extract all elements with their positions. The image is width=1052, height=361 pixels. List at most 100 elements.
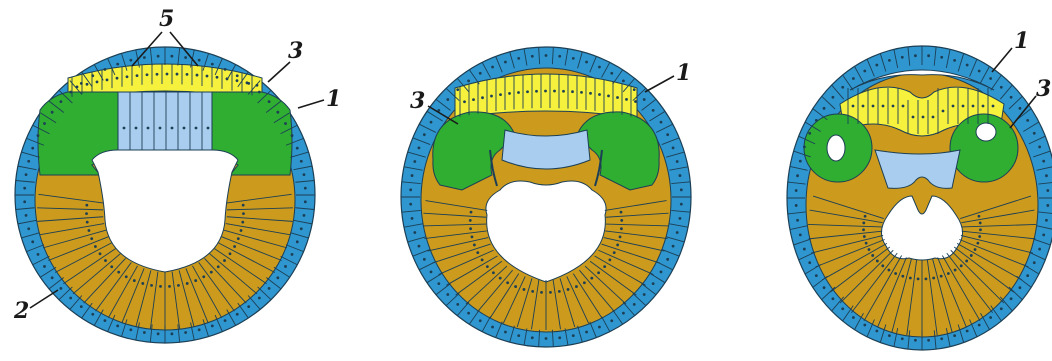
endoderm-nucleus xyxy=(932,277,935,280)
neural-nucleus xyxy=(616,96,619,99)
cell-nucleus xyxy=(43,122,46,125)
label-a-2: 2 xyxy=(13,298,29,324)
endoderm-nucleus xyxy=(86,221,89,224)
cell-nucleus xyxy=(491,326,494,329)
endoderm-nucleus xyxy=(159,285,162,288)
neural-nucleus xyxy=(146,73,149,76)
cell-nucleus xyxy=(953,59,956,62)
cell-nucleus xyxy=(795,189,798,192)
neural-nucleus xyxy=(196,74,199,77)
endoderm-nucleus xyxy=(476,251,479,254)
cell-nucleus xyxy=(37,253,40,256)
cell-nucleus xyxy=(303,214,306,217)
notochord-nucleus xyxy=(195,127,198,130)
embryo-a-notochord xyxy=(118,92,212,150)
notochord-nucleus xyxy=(159,127,162,130)
neural-nucleus xyxy=(206,75,209,78)
endoderm-nucleus xyxy=(616,244,619,247)
cell-nucleus xyxy=(966,330,969,333)
cell-nucleus xyxy=(411,174,414,177)
cell-nucleus xyxy=(446,293,449,296)
endoderm-nucleus xyxy=(473,244,476,247)
cell-nucleus xyxy=(300,160,303,163)
neural-nucleus xyxy=(508,92,511,95)
cell-nucleus xyxy=(268,287,271,290)
endoderm-nucleus xyxy=(104,259,107,262)
cell-nucleus xyxy=(27,227,30,230)
cell-nucleus xyxy=(198,328,201,331)
endoderm-nucleus xyxy=(523,288,526,291)
cell-nucleus xyxy=(978,70,981,73)
cell-nucleus xyxy=(914,339,917,342)
cell-nucleus xyxy=(558,336,561,339)
endoderm-nucleus xyxy=(210,271,213,274)
endoderm-nucleus xyxy=(979,222,982,225)
cell-nucleus xyxy=(51,111,54,114)
cell-nucleus xyxy=(1019,107,1022,110)
cell-nucleus xyxy=(456,303,459,306)
endoderm-nucleus xyxy=(978,215,981,218)
cell-nucleus xyxy=(622,312,625,315)
neural-nucleus xyxy=(472,98,475,101)
cell-nucleus xyxy=(430,270,433,273)
leader-a-1 xyxy=(298,100,324,108)
cell-nucleus xyxy=(296,147,299,150)
neural-nucleus xyxy=(952,105,955,108)
cell-nucleus xyxy=(247,305,250,308)
neural-nucleus xyxy=(166,73,169,76)
cell-nucleus xyxy=(224,319,227,322)
embryo-b-notochord xyxy=(502,130,590,169)
cell-nucleus xyxy=(258,91,261,94)
endoderm-nucleus xyxy=(940,275,943,278)
cell-nucleus xyxy=(491,66,494,69)
neural-nucleus xyxy=(106,79,109,82)
embryo-a xyxy=(15,47,315,343)
neural-nucleus xyxy=(922,116,925,119)
cell-nucleus xyxy=(531,336,534,339)
neural-nucleus xyxy=(517,91,520,94)
endoderm-nucleus xyxy=(186,282,189,285)
cell-nucleus xyxy=(1026,119,1029,122)
endoderm-nucleus xyxy=(619,236,622,239)
endoderm-nucleus xyxy=(558,290,561,293)
endoderm-nucleus xyxy=(881,264,884,267)
cell-nucleus xyxy=(236,313,239,316)
neural-nucleus xyxy=(499,93,502,96)
cell-nucleus xyxy=(875,330,878,333)
cell-nucleus xyxy=(841,307,844,310)
cell-nucleus xyxy=(116,63,119,66)
cell-nucleus xyxy=(572,334,575,337)
neural-nucleus xyxy=(490,95,493,98)
cell-nucleus xyxy=(545,337,548,340)
cell-nucleus xyxy=(304,187,307,190)
cell-nucleus xyxy=(666,258,669,261)
cell-nucleus xyxy=(446,98,449,101)
cell-nucleus xyxy=(1045,219,1048,222)
neural-nucleus xyxy=(526,90,529,93)
cell-nucleus xyxy=(467,79,470,82)
endoderm-nucleus xyxy=(862,222,865,225)
cell-nucleus xyxy=(303,173,306,176)
cell-nucleus xyxy=(411,217,414,220)
endoderm-nucleus xyxy=(894,272,897,275)
neural-nucleus xyxy=(962,105,965,108)
cell-nucleus xyxy=(823,107,826,110)
neural-nucleus xyxy=(116,77,119,80)
neural-nucleus xyxy=(562,90,565,93)
cell-nucleus xyxy=(300,227,303,230)
neural-nucleus xyxy=(226,77,229,80)
cell-nucleus xyxy=(676,231,679,234)
neural-nucleus xyxy=(126,75,129,78)
cell-nucleus xyxy=(660,270,663,273)
cell-nucleus xyxy=(989,316,992,319)
neural-nucleus xyxy=(912,116,915,119)
neural-nucleus xyxy=(972,105,975,108)
label-a-3: 3 xyxy=(288,38,303,64)
neural-nucleus xyxy=(96,81,99,84)
cell-nucleus xyxy=(863,70,866,73)
cell-nucleus xyxy=(1046,189,1049,192)
neural-nucleus xyxy=(872,105,875,108)
cell-nucleus xyxy=(43,265,46,268)
endoderm-nucleus xyxy=(217,265,220,268)
cell-nucleus xyxy=(291,134,294,137)
